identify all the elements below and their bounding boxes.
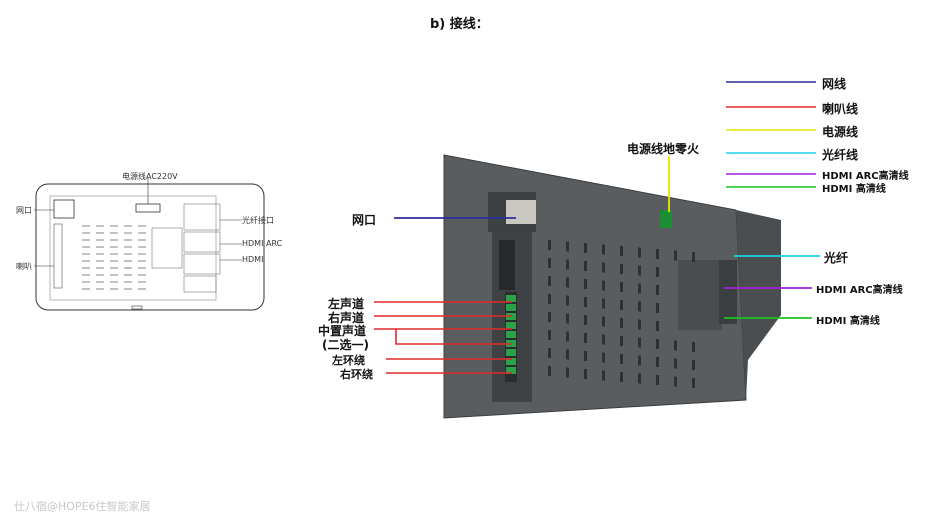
legend-power-cable: 电源线 — [822, 125, 859, 139]
callout-power: 电源线地零火 — [627, 142, 700, 156]
diagram-label-network: 网口 — [16, 206, 32, 215]
diagram-label-hdmi: HDMI — [242, 255, 264, 264]
legend-network-cable: 网线 — [822, 77, 847, 91]
speaker-center: 中置声道 — [318, 324, 367, 338]
watermark: 仕八宿@HOPE6住智能家居 — [14, 500, 151, 513]
callout-hdmi-arc: HDMI ARC高清线 — [816, 285, 903, 296]
callout-network: 网口 — [352, 213, 377, 227]
speaker-left-surround: 左环绕 — [332, 354, 365, 367]
diagram-label-fiber: 光纤接口 — [242, 216, 274, 225]
device-illustration — [374, 81, 820, 419]
section-title: b) 接线： — [430, 17, 489, 32]
speaker-choose-one: (二选一) — [322, 338, 369, 352]
speaker-right-surround: 右环绕 — [340, 368, 373, 381]
callout-hdmi: HDMI 高清线 — [816, 316, 880, 327]
callout-fiber: 光纤 — [824, 251, 849, 265]
speaker-left: 左声道 — [328, 297, 365, 311]
legend-hdmi-cable: HDMI 高清线 — [822, 184, 886, 195]
device-wiring-photo: 网口 电源线地零火 光纤 HDMI ARC高清线 HDMI 高清线 网线 喇叭线… — [316, 60, 933, 440]
legend-speaker-cable: 喇叭线 — [822, 102, 859, 116]
panel-outline-drawing — [34, 178, 265, 311]
legend-fiber-cable: 光纤线 — [822, 148, 859, 162]
legend-hdmi-arc-cable: HDMI ARC高清线 — [822, 171, 909, 182]
diagram-label-power: 电源线AC220V — [122, 172, 178, 181]
diagram-label-speaker: 喇叭 — [16, 262, 32, 271]
speaker-right: 右声道 — [328, 311, 365, 325]
panel-outline-diagram: 电源线AC220V 网口 喇叭 光纤接口 HDMI ARC HDMI — [14, 168, 282, 318]
diagram-label-hdmi-arc: HDMI ARC — [242, 239, 283, 248]
